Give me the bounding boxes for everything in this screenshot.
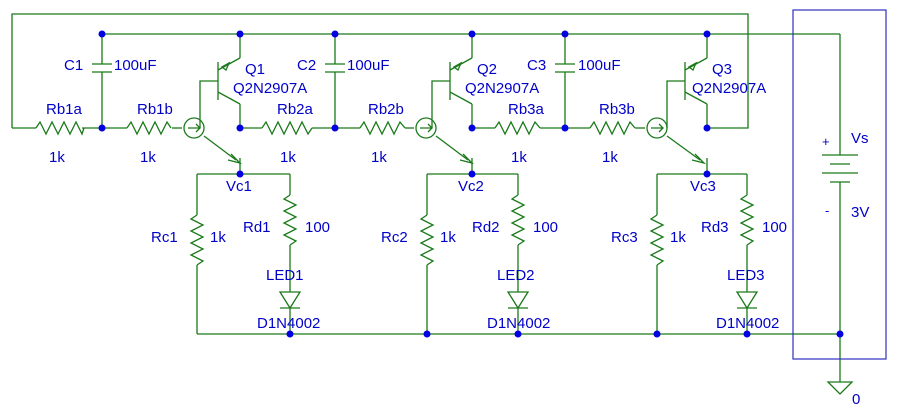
model-led3: D1N4002 — [716, 315, 779, 332]
label-rd2: Rd2 — [472, 219, 500, 236]
model-led1: D1N4002 — [257, 315, 320, 332]
value-rb2b: 1k — [371, 149, 387, 166]
net-vc3: Vc3 — [690, 178, 716, 195]
resistor-rb2a — [261, 120, 313, 136]
resistor-rd3 — [739, 194, 755, 246]
label-c1: C1 — [64, 57, 83, 74]
model-q3: Q2N2907A — [692, 80, 766, 97]
label-rb1a: Rb1a — [46, 101, 83, 118]
value-c2: 100uF — [347, 57, 390, 74]
value-rc3: 1k — [670, 229, 686, 246]
value-vs: 3V — [851, 204, 869, 221]
value-rb1a: 1k — [49, 149, 65, 166]
model-q2: Q2N2907A — [465, 80, 539, 97]
led-diodes — [278, 291, 759, 310]
model-led2: D1N4002 — [487, 315, 550, 332]
transistor-q3 — [666, 57, 708, 128]
model-q1: Q2N2907A — [233, 80, 307, 97]
resistor-rb3b — [589, 120, 636, 136]
label-rc2: Rc2 — [381, 229, 408, 246]
resistor-rb2b — [359, 120, 406, 136]
label-rb3b: Rb3b — [599, 101, 635, 118]
label-c2: C2 — [297, 57, 316, 74]
label-rb2b: Rb2b — [368, 101, 404, 118]
source-frame — [792, 9, 887, 360]
base-resistors — [35, 120, 636, 136]
label-q1: Q1 — [245, 61, 265, 78]
vs-plus-sign: + — [822, 134, 830, 149]
capacitor-c2 — [325, 63, 345, 73]
label-rc3: Rc3 — [611, 229, 638, 246]
resistor-rd1 — [282, 194, 298, 246]
net-vc1: Vc1 — [226, 178, 252, 195]
value-rb2a: 1k — [280, 149, 296, 166]
value-rd1: 100 — [305, 219, 330, 236]
diode-led2 — [506, 291, 530, 310]
label-rd3: Rd3 — [701, 219, 729, 236]
value-rb3a: 1k — [511, 149, 527, 166]
label-led2: LED2 — [497, 267, 535, 284]
label-rb2a: Rb2a — [277, 101, 314, 118]
capacitor-c3 — [555, 63, 575, 73]
value-rc2: 1k — [440, 229, 456, 246]
net-vc2: Vc2 — [458, 178, 484, 195]
capacitor-c1 — [92, 63, 112, 73]
value-rc1: 1k — [210, 229, 226, 246]
ground-symbol — [826, 378, 854, 395]
value-rb1b: 1k — [140, 149, 156, 166]
diode-led3 — [735, 291, 759, 310]
label-rd1: Rd1 — [243, 219, 271, 236]
probe-q3 — [646, 117, 668, 139]
collector-resistors — [189, 194, 755, 266]
label-q3: Q3 — [712, 61, 732, 78]
resistor-rc1 — [189, 214, 205, 266]
capacitors — [92, 63, 575, 73]
resistor-rd2 — [510, 194, 526, 246]
label-led1: LED1 — [266, 267, 304, 284]
value-c3: 100uF — [578, 57, 621, 74]
ground-label: 0 — [852, 391, 860, 408]
label-rb1b: Rb1b — [137, 101, 173, 118]
probe-q1 — [183, 117, 205, 139]
value-rd2: 100 — [533, 219, 558, 236]
junction-dots — [98, 30, 844, 338]
resistor-rb1a — [35, 120, 85, 136]
probe-q2 — [415, 117, 437, 139]
label-q2: Q2 — [477, 61, 497, 78]
transistor-q2 — [431, 57, 473, 128]
component-labels: C1 100uF C2 100uF C3 100uF Q1 Q2N2907A Q… — [46, 57, 869, 408]
battery-vs — [822, 130, 858, 190]
current-probes — [183, 117, 668, 139]
label-vs: Vs — [851, 130, 869, 147]
voltage-markers — [203, 135, 707, 165]
resistor-rb3a — [494, 120, 541, 136]
transistor-q1 — [199, 57, 241, 128]
value-rb3b: 1k — [602, 149, 618, 166]
value-c1: 100uF — [114, 57, 157, 74]
vs-minus-sign: - — [825, 203, 829, 218]
diode-led1 — [278, 291, 302, 310]
label-c3: C3 — [527, 57, 546, 74]
resistor-rc3 — [649, 214, 665, 266]
resistor-rb1b — [126, 120, 172, 136]
label-rc1: Rc1 — [151, 229, 178, 246]
label-led3: LED3 — [727, 267, 765, 284]
value-rd3: 100 — [762, 219, 787, 236]
resistor-rc2 — [419, 214, 435, 266]
label-rb3a: Rb3a — [508, 101, 545, 118]
